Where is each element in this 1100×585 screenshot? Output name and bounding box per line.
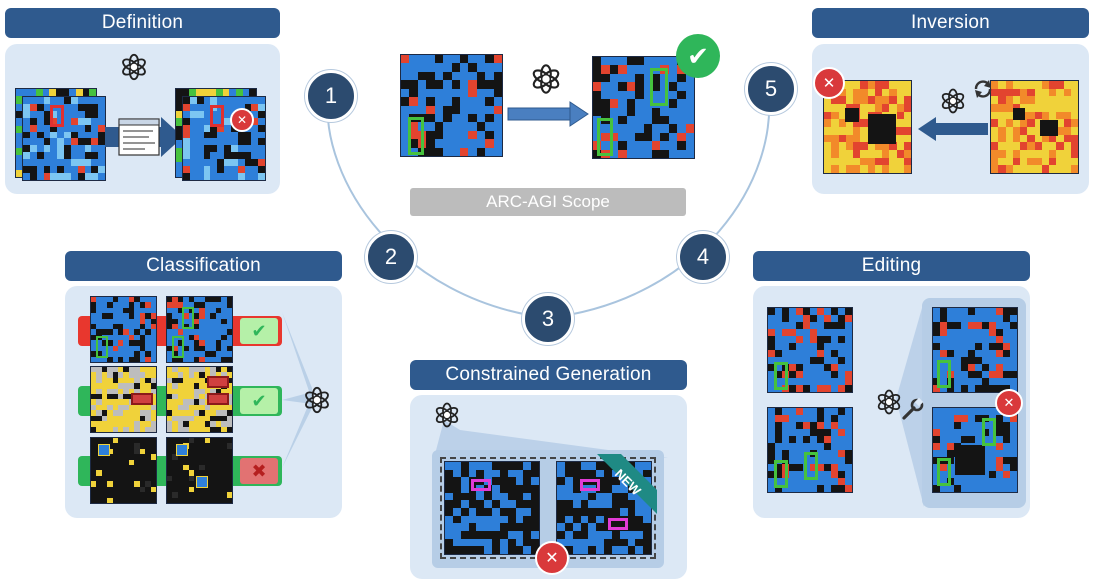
openai-logo-icon <box>877 389 901 415</box>
step-4: 4 <box>677 231 729 283</box>
definition-input-grid <box>22 96 106 181</box>
inversion-title: Inversion <box>812 8 1089 38</box>
editing-input-top-highlight <box>774 362 788 390</box>
scope-input-highlight <box>408 117 424 155</box>
classification-row1-highlight-b <box>182 307 194 329</box>
scope-output-highlight-top <box>650 68 668 106</box>
constrained-generation-title: Constrained Generation <box>410 360 687 390</box>
editing-title: Editing <box>753 251 1030 281</box>
inversion-right-black-region <box>1040 120 1058 136</box>
step-2: 2 <box>365 231 417 283</box>
cross-icon: ✕ <box>535 541 569 575</box>
inversion-left-black-region <box>868 114 896 144</box>
constrained-generation-left-grid <box>444 461 540 555</box>
editing-input-bottom-highlight-b <box>804 452 818 480</box>
cross-icon: ✕ <box>230 108 254 132</box>
definition-title: Definition <box>5 8 280 38</box>
refresh-icon <box>974 80 992 98</box>
cross-icon: ✕ <box>813 67 845 99</box>
classification-row1-grid-a <box>90 296 157 363</box>
classification-row2-highlight-c <box>207 393 229 405</box>
openai-logo-icon <box>435 402 459 428</box>
classification-row3-grid-a <box>90 437 157 504</box>
editing-input-grid-top <box>767 307 853 393</box>
check-icon: ✔ <box>240 388 278 414</box>
editing-output-top-highlight <box>937 360 951 388</box>
scope-output-highlight-bottom <box>597 118 613 156</box>
constrained-generation-left-magenta-box <box>471 479 491 491</box>
editing-output-grid-top <box>932 307 1018 393</box>
openai-logo-icon <box>532 64 560 94</box>
arrow-right-icon <box>507 101 589 127</box>
classification-row1-grid-b <box>166 296 233 363</box>
arrow-left-icon <box>918 117 988 141</box>
definition-output-grid <box>182 96 266 181</box>
openai-logo-icon <box>122 53 146 81</box>
classification-row3-grid-b <box>166 437 233 504</box>
definition-input-highlight <box>50 105 64 127</box>
cross-icon: ✕ <box>995 389 1023 417</box>
classification-row3-square-a <box>98 444 110 456</box>
step-3: 3 <box>522 293 574 345</box>
wrench-icon <box>902 397 924 420</box>
check-icon: ✔ <box>676 34 720 78</box>
new-ribbon: NEW <box>597 454 657 514</box>
scope-label: ARC-AGI Scope <box>410 188 686 216</box>
classification-row1-highlight-c <box>172 336 184 358</box>
editing-output-bottom-highlight-a <box>937 458 951 486</box>
editing-output-bottom-black-region <box>955 445 985 475</box>
classification-row2-highlight-b <box>207 376 229 388</box>
scope-input-grid <box>400 54 503 157</box>
terminal-window-icon <box>105 117 183 157</box>
inversion-right-grid <box>990 80 1079 174</box>
inversion-right-black-region-2 <box>1013 108 1025 120</box>
editing-beam <box>896 301 924 507</box>
definition-output-highlight <box>210 105 224 127</box>
openai-logo-icon <box>305 386 329 414</box>
classification-row3-square-b <box>176 444 188 456</box>
step-5: 5 <box>745 63 797 115</box>
inversion-left-black-region-2 <box>845 108 859 122</box>
classification-connectors <box>282 312 312 468</box>
classification-row2-highlight-a <box>131 393 153 405</box>
scope-output-grid <box>592 56 695 159</box>
constrained-generation-beam <box>434 420 668 458</box>
check-icon: ✔ <box>240 318 278 344</box>
editing-output-bottom-highlight-b <box>982 418 996 446</box>
classification-row1-highlight-a <box>96 336 108 358</box>
editing-input-bottom-highlight-a <box>774 460 788 488</box>
classification-row3-square-c <box>196 476 208 488</box>
constrained-generation-right-magenta-box-2 <box>608 518 628 530</box>
classification-title: Classification <box>65 251 342 281</box>
openai-logo-icon <box>941 88 965 114</box>
constrained-generation-right-magenta-box-1 <box>580 479 600 491</box>
cross-icon: ✖ <box>240 458 278 484</box>
step-1: 1 <box>305 70 357 122</box>
